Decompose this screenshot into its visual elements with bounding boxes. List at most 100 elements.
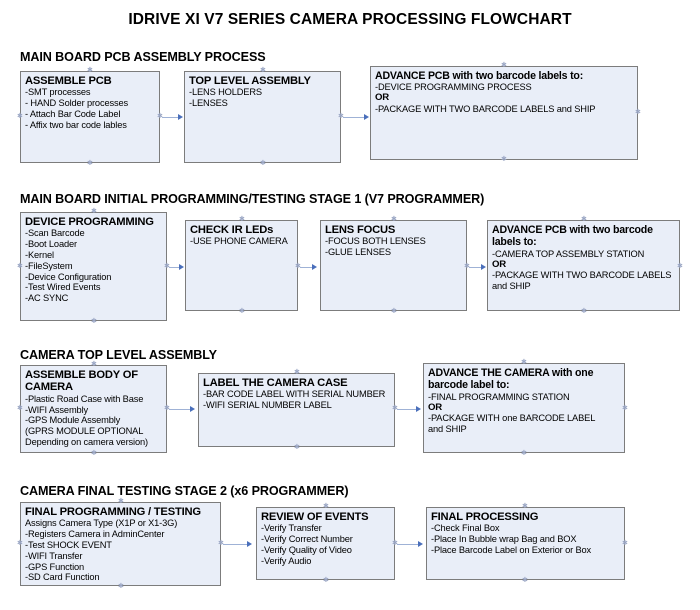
- node-line: - Affix two bar code lables: [25, 119, 127, 130]
- node-title: ADVANCE THE CAMERA with one barcode labe…: [428, 367, 594, 392]
- connector-arrowhead: [312, 264, 317, 270]
- node-line: Assigns Camera Type (X1P or X1-3G): [25, 518, 178, 529]
- node-line: -Kernel: [25, 250, 54, 260]
- connector-line: [223, 544, 250, 545]
- section-heading-camera-top-level-assembly: CAMERA TOP LEVEL ASSEMBLY: [20, 348, 217, 362]
- node-lines: -DEVICE PROGRAMMING PROCESS OR -PACKAGE …: [375, 82, 634, 114]
- connector-arrowhead: [481, 264, 486, 270]
- connector-line: [169, 409, 193, 410]
- node-line: -WIFI Assembly: [25, 404, 88, 415]
- connector-line: [169, 267, 181, 268]
- node-line: -LENS HOLDERS: [189, 87, 262, 98]
- node-line: -Test SHOCK EVENT: [25, 540, 112, 550]
- node-line: -Place Barcode Label on Exterior or Box: [431, 545, 592, 555]
- node-line: -CAMERA TOP ASSEMBLY STATION: [492, 248, 645, 259]
- connector-arrowhead: [364, 114, 369, 120]
- node-title: LENS FOCUS: [325, 224, 396, 236]
- node-line: and SHIP: [492, 281, 531, 292]
- node-lines: Assigns Camera Type (X1P or X1-3G) -Regi…: [25, 518, 217, 583]
- node-lines: -LENS HOLDERS -LENSES: [189, 87, 337, 109]
- node-title: LABEL THE CAMERA CASE: [203, 377, 348, 389]
- node-lines: -CAMERA TOP ASSEMBLY STATION OR -PACKAGE…: [492, 249, 676, 292]
- node-line: -Scan Barcode: [25, 228, 85, 239]
- node-line: -PACKAGE WITH one BARCODE LABEL: [428, 413, 596, 424]
- node-line: OR: [492, 258, 507, 270]
- node-line: OR: [375, 92, 390, 104]
- node-line: -WIFI Transfer: [25, 550, 83, 561]
- node-label-the-camera-case[interactable]: LABEL THE CAMERA CASE -BAR CODE LABEL WI…: [198, 373, 395, 447]
- node-line: -WIFI SERIAL NUMBER LABEL: [203, 400, 332, 411]
- node-final-programming-testing[interactable]: FINAL PROGRAMMING / TESTING Assigns Came…: [20, 502, 221, 586]
- node-final-processing[interactable]: FINAL PROCESSING -Check Final Box -Place…: [426, 507, 625, 580]
- node-lines: -Verify Transfer -Verify Correct Number …: [261, 523, 391, 566]
- node-assemble-body-of-camera[interactable]: ASSEMBLE BODY OF CAMERA -Plastic Road Ca…: [20, 365, 167, 453]
- section-heading-main-board-initial-programming: MAIN BOARD INITIAL PROGRAMMING/TESTING S…: [20, 192, 485, 206]
- node-title: TOP LEVEL ASSEMBLY: [189, 75, 311, 87]
- node-title: ADVANCE PCB with two barcode labels to:: [375, 70, 584, 82]
- node-line: -Verify Quality of Video: [261, 545, 352, 555]
- node-device-programming[interactable]: DEVICE PROGRAMMING -Scan Barcode -Boot L…: [20, 212, 167, 321]
- node-line: - Attach Bar Code Label: [25, 109, 121, 119]
- node-line: -LENSES: [189, 98, 228, 109]
- node-line: -GPS Function: [25, 561, 85, 572]
- connector-line: [397, 544, 421, 545]
- node-lines: -BAR CODE LABEL WITH SERIAL NUMBER -WIFI…: [203, 389, 391, 411]
- connector-arrowhead: [179, 264, 184, 270]
- connector-arrowhead: [178, 114, 183, 120]
- page-title: IDRIVE XI V7 SERIES CAMERA PROCESSING FL…: [128, 11, 572, 28]
- connector-line: [162, 117, 181, 118]
- node-line: Depending on camera version): [25, 437, 148, 447]
- connector-line: [343, 117, 367, 118]
- section-heading-main-board-pcb-assembly: MAIN BOARD PCB ASSEMBLY PROCESS: [20, 50, 266, 64]
- connector-line: [397, 409, 419, 410]
- node-lines: -USE PHONE CAMERA: [190, 236, 294, 247]
- node-line: -GLUE LENSES: [325, 247, 391, 258]
- connector-arrowhead: [190, 406, 195, 412]
- node-review-of-events[interactable]: REVIEW OF EVENTS -Verify Transfer -Verif…: [256, 507, 395, 580]
- connector-line: [300, 267, 314, 268]
- node-line: -DEVICE PROGRAMMING PROCESS: [375, 82, 532, 93]
- node-lines: -SMT processes - HAND Solder processes -…: [25, 87, 156, 130]
- section-heading-camera-final-testing: CAMERA FINAL TESTING STAGE 2 (x6 PROGRAM…: [20, 484, 349, 498]
- node-lines: -Plastic Road Case with Base -WIFI Assem…: [25, 394, 163, 448]
- node-title: ASSEMBLE PCB: [25, 75, 112, 87]
- node-lines: -Scan Barcode -Boot Loader -Kernel -File…: [25, 228, 163, 304]
- node-advance-pcb-camera-top-assembly[interactable]: ADVANCE PCB with two barcode labels to: …: [487, 220, 680, 311]
- node-line: and SHIP: [428, 424, 467, 435]
- node-title: ADVANCE PCB with two barcode labels to:: [492, 224, 653, 249]
- node-line: -Verify Correct Number: [261, 534, 353, 545]
- node-title: FINAL PROCESSING: [431, 511, 539, 523]
- node-line: -Verify Audio: [261, 555, 312, 566]
- node-line: OR: [428, 401, 443, 413]
- node-title: CHECK IR LEDs: [190, 224, 274, 236]
- node-line: -AC SYNC: [25, 293, 69, 304]
- node-title: ASSEMBLE BODY OF CAMERA: [25, 369, 138, 394]
- node-line: -USE PHONE CAMERA: [190, 236, 288, 247]
- node-line: -FOCUS BOTH LENSES: [325, 236, 426, 247]
- node-assemble-pcb[interactable]: ASSEMBLE PCB -SMT processes - HAND Solde…: [20, 71, 160, 163]
- connector-line: [469, 267, 483, 268]
- node-line: -SMT processes: [25, 87, 91, 98]
- node-line: -Boot Loader: [25, 239, 77, 250]
- node-lines: -Check Final Box -Place In Bubble wrap B…: [431, 523, 621, 555]
- node-line: -GPS Module Assembly: [25, 415, 121, 426]
- connector-arrowhead: [418, 541, 423, 547]
- node-line: -Device Configuration: [25, 271, 112, 282]
- node-line: (GPRS MODULE OPTIONAL: [25, 426, 144, 437]
- node-advance-pcb-two-barcode-labels[interactable]: ADVANCE PCB with two barcode labels to: …: [370, 66, 638, 160]
- node-line: -Registers Camera in AdminCenter: [25, 529, 165, 540]
- node-line: -Plastic Road Case with Base: [25, 393, 144, 404]
- node-lens-focus[interactable]: LENS FOCUS -FOCUS BOTH LENSES -GLUE LENS…: [320, 220, 467, 311]
- node-line: -FileSystem: [25, 260, 73, 271]
- node-line: -Place In Bubble wrap Bag and BOX: [431, 534, 577, 545]
- node-check-ir-leds[interactable]: CHECK IR LEDs -USE PHONE CAMERA: [185, 220, 298, 311]
- node-lines: -FINAL PROGRAMMING STATION OR -PACKAGE W…: [428, 392, 621, 435]
- node-line: - HAND Solder processes: [25, 98, 128, 109]
- node-title: DEVICE PROGRAMMING: [25, 216, 154, 228]
- connector-arrowhead: [247, 541, 252, 547]
- node-title: REVIEW OF EVENTS: [261, 511, 369, 523]
- node-line: -BAR CODE LABEL WITH SERIAL NUMBER: [203, 389, 386, 400]
- node-advance-the-camera[interactable]: ADVANCE THE CAMERA with one barcode labe…: [423, 363, 625, 453]
- node-top-level-assembly[interactable]: TOP LEVEL ASSEMBLY -LENS HOLDERS -LENSES: [184, 71, 341, 163]
